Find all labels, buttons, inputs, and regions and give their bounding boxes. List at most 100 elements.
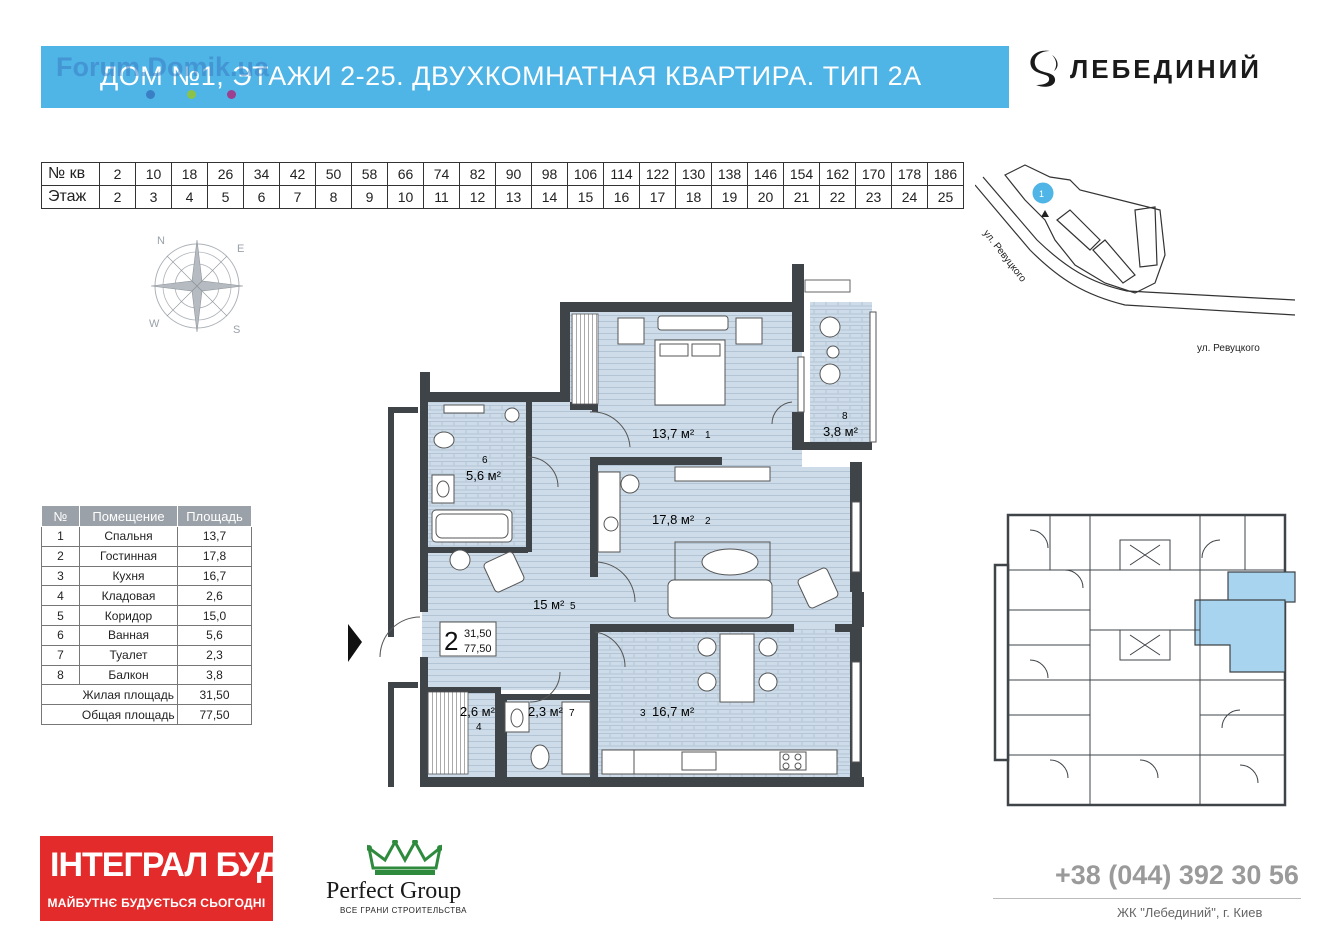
summary-value: 31,50 [177, 684, 252, 706]
room-name-cell: Кладовая [79, 585, 178, 607]
apartment-number-cell: 130 [675, 162, 712, 186]
room-num: 1 [705, 430, 711, 441]
compass-w: W [149, 318, 160, 330]
room-num: 8 [842, 411, 848, 422]
building-keyplan [993, 513, 1296, 807]
apartment-number-cell: 138 [711, 162, 748, 186]
header-banner [41, 46, 1009, 108]
apartment-number-cell: 178 [891, 162, 928, 186]
summary-empty-cell [41, 704, 80, 725]
brand-name: ЛЕБЕДИНИЙ [1070, 53, 1262, 84]
room-n-cell: 5 [41, 605, 80, 626]
floor-number-cell: 24 [891, 185, 928, 209]
apartment-number-cell: 98 [531, 162, 568, 186]
room-area-balcony: 3,8 м² [823, 424, 859, 439]
room-num: 7 [569, 708, 575, 719]
apartment-number-cell: 82 [459, 162, 496, 186]
apartment-number-cell: 66 [387, 162, 424, 186]
perfect-group-logo: Perfect Group ВСЕ ГРАНИ СТРОИТЕЛЬСТВА [322, 838, 492, 918]
entrance-arrow-icon [1041, 210, 1049, 217]
floor-number-cell: 8 [315, 185, 352, 209]
room-n-cell: 8 [41, 664, 80, 686]
summary-label: Жилая площадь [79, 684, 178, 706]
summary-value: 77,50 [177, 704, 252, 725]
apartment-number-cell: 162 [819, 162, 856, 186]
floor-number-cell: 4 [171, 185, 208, 209]
apartment-number-cell: 58 [351, 162, 388, 186]
summary-empty-cell [41, 684, 80, 706]
floor-number-cell: 7 [279, 185, 316, 209]
summary-label: Общая площадь [79, 704, 178, 725]
badge-rooms: 2 [444, 626, 458, 656]
room-area-cell: 13,7 [177, 526, 252, 547]
apartment-number-cell: 18 [171, 162, 208, 186]
row-label: № кв [41, 162, 100, 186]
room-area-toilet: 2,3 м² [528, 704, 564, 719]
street-label: ул. Ревуцкого [1197, 343, 1260, 354]
room-n-cell: 1 [41, 526, 80, 547]
floor-plan: 2 31,50 77,50 13,7 м² 1 3,8 м² 8 5,6 м² … [348, 264, 877, 787]
brand-logo: ЛЕБЕДИНИЙ [1028, 47, 1262, 91]
room-name-cell: Кухня [79, 565, 178, 587]
room-area-cell: 3,8 [177, 664, 252, 686]
compass-rose: N E S W [149, 235, 244, 336]
apartment-number-cell: 10 [135, 162, 172, 186]
room-area-cell: 5,6 [177, 624, 252, 646]
floor-number-cell: 11 [423, 185, 460, 209]
room-area-cell: 15,0 [177, 605, 252, 626]
room-name-cell: Туалет [79, 644, 178, 666]
apartment-number-cell: 170 [855, 162, 892, 186]
room-name-cell: Коридор [79, 605, 178, 626]
floor-number-cell: 2 [99, 185, 136, 209]
compass-e: E [237, 243, 244, 255]
room-n-cell: 4 [41, 585, 80, 607]
room-area-corridor: 15 м² [533, 597, 565, 612]
apartment-number-cell: 74 [423, 162, 460, 186]
room-area-cell: 16,7 [177, 565, 252, 587]
rooms-table-header: № Помещение Площадь [41, 505, 252, 527]
watermark-dot [146, 90, 155, 99]
watermark-dot [227, 90, 236, 99]
room-area-cell: 17,8 [177, 545, 252, 567]
floor-number-cell: 14 [531, 185, 568, 209]
floor-number-cell: 25 [927, 185, 964, 209]
floor-number-cell: 16 [603, 185, 640, 209]
room-area-cell: 2,6 [177, 585, 252, 607]
floor-number-cell: 19 [711, 185, 748, 209]
room-n-cell: 6 [41, 624, 80, 646]
apartment-number-cell: 146 [747, 162, 784, 186]
room-name-cell: Гостинная [79, 545, 178, 567]
apartment-number-cell: 34 [243, 162, 280, 186]
room-area-cell: 2,3 [177, 644, 252, 666]
site-map: 1 ул. Ревуцкого ул. Ревуцкого [975, 164, 1296, 354]
phone-number[interactable]: +38 (044) 392 30 56 [1055, 860, 1299, 890]
compass-n: N [157, 235, 165, 247]
floor-number-cell: 21 [783, 185, 820, 209]
room-area-kitchen: 16,7 м² [652, 704, 695, 719]
apartment-number-cell: 122 [639, 162, 676, 186]
apartment-number-cell: 106 [567, 162, 604, 186]
floor-number-cell: 13 [495, 185, 532, 209]
footer-address: ЖК "Лебединий", г. Киев [1117, 905, 1263, 920]
room-n-cell: 2 [41, 545, 80, 567]
floor-number-cell: 15 [567, 185, 604, 209]
floor-number-cell: 23 [855, 185, 892, 209]
floor-number-cell: 20 [747, 185, 784, 209]
entrance-arrow-icon [348, 624, 362, 662]
badge-living: 31,50 [464, 628, 492, 640]
room-area-bedroom: 13,7 м² [652, 426, 695, 441]
divider [993, 898, 1301, 899]
column-header: Помещение [79, 505, 178, 527]
column-header: Площадь [177, 505, 252, 527]
perfect-name: Perfect Group [326, 878, 462, 904]
room-num: 3 [640, 708, 646, 719]
